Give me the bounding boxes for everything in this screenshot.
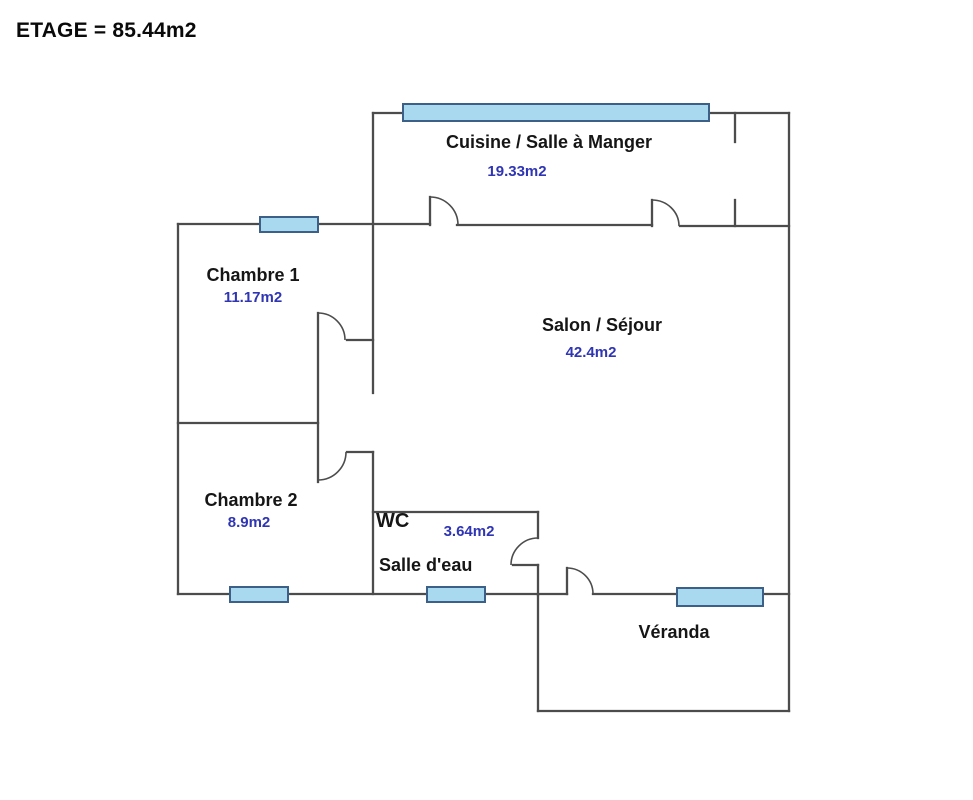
room-area-wc: 3.64m2 (443, 523, 495, 540)
page-title: ETAGE = 85.44m2 (16, 19, 197, 42)
door-arc-wc (510, 537, 539, 566)
room-area-chambre1: 11.17m2 (223, 289, 283, 306)
room-area-chambre2: 8.9m2 (227, 514, 271, 531)
window-cuisine (402, 103, 710, 122)
room-label-veranda: Véranda (638, 622, 710, 642)
door-arc-veranda (566, 567, 594, 595)
door-arc-chambre2 (317, 451, 347, 481)
room-label-chambre1: Chambre 1 (206, 265, 300, 285)
windows (229, 103, 764, 607)
room-area-cuisine: 19.33m2 (487, 163, 547, 180)
room-label-salle-deau: Salle d'eau (379, 555, 473, 575)
room-label-salon: Salon / Séjour (541, 315, 663, 335)
door-arc-cuisine-b (651, 199, 680, 227)
window-chambre1 (259, 216, 319, 233)
room-area-salon: 42.4m2 (565, 344, 617, 361)
window-salle-deau (426, 586, 486, 603)
window-veranda (676, 587, 764, 607)
window-chambre2 (229, 586, 289, 603)
room-label-cuisine: Cuisine / Salle à Manger (445, 132, 653, 152)
room-label-wc: WC (376, 510, 410, 532)
room-label-chambre2: Chambre 2 (204, 490, 298, 510)
door-arcs (317, 196, 680, 595)
door-arc-chambre1 (317, 312, 346, 341)
door-arc-cuisine-a (429, 196, 459, 226)
